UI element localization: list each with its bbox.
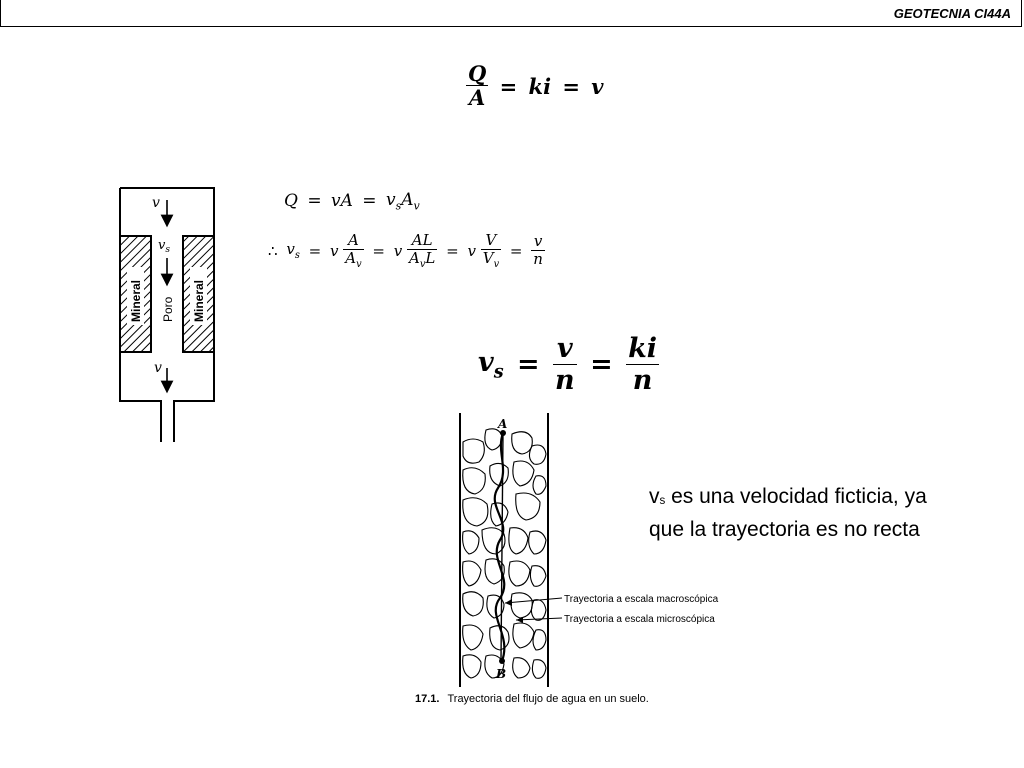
- pore-channel-outline: [119, 187, 215, 442]
- leader-line-micro: [515, 617, 563, 621]
- term-vs: vs: [286, 240, 300, 262]
- term-ki: ki: [528, 73, 552, 99]
- coef-v: v: [329, 241, 339, 260]
- point-a-marker: [500, 430, 506, 436]
- equation-darcy: Q A = ki = v: [466, 62, 604, 110]
- pore-channel-diagram: v vs Mineral Poro Mineral v: [119, 187, 215, 442]
- point-a-label: A: [497, 417, 507, 431]
- caption-number: 17.1.: [415, 693, 440, 705]
- label-mineral-left: Mineral: [129, 280, 143, 322]
- term-vs-av: vsAv: [385, 190, 420, 213]
- fraction-ki-over-n: ki n: [626, 333, 660, 396]
- leader-line-macro: [504, 597, 563, 604]
- note-velocity-symbol: vs: [649, 485, 666, 508]
- label-micro-path: Trayectoria a escala microscópica: [564, 614, 715, 625]
- point-b-marker: [499, 658, 505, 664]
- term-vs: vs: [478, 347, 504, 383]
- figure-caption: 17.1. Trayectoria del flujo de agua en un…: [415, 693, 649, 705]
- equals-sign: =: [509, 241, 523, 260]
- equation-continuity: Q = vA = vsAv: [284, 190, 420, 212]
- point-b-label: B: [495, 667, 506, 681]
- soil-grains: [462, 428, 547, 679]
- fraction-v-over-n: v n: [531, 232, 545, 268]
- coef-v: v: [467, 241, 476, 260]
- fraction-q-over-a: Q A: [466, 61, 489, 111]
- velocity-label-top: v: [152, 195, 160, 211]
- label-poro: Poro: [161, 296, 175, 322]
- therefore-symbol: ∴: [268, 241, 278, 260]
- fraction-al-over-avl: AL AvL: [407, 231, 438, 270]
- equals-sign: =: [590, 349, 613, 381]
- equals-sign: =: [446, 241, 459, 260]
- microscopic-path-curve: [493, 432, 506, 662]
- equals-sign: =: [307, 191, 322, 212]
- term-v: v: [591, 73, 604, 99]
- coef-v: v: [393, 241, 403, 260]
- equals-sign: =: [499, 73, 518, 99]
- soil-path-diagram: A B Trayectoria a escala macroscópica Tr…: [459, 413, 719, 687]
- equals-sign: =: [308, 241, 322, 260]
- header-bar: GEOTECNIA CI44A: [0, 0, 1022, 27]
- equals-sign: =: [362, 191, 377, 212]
- equals-sign: =: [562, 73, 580, 99]
- equals-sign: =: [516, 349, 540, 381]
- equals-sign: =: [372, 241, 385, 260]
- label-macro-path: Trayectoria a escala macroscópica: [564, 594, 719, 605]
- fraction-a-over-av: A Av: [343, 231, 364, 270]
- header-title: GEOTECNIA CI44A: [893, 6, 1011, 21]
- equation-seepage-derivation: ∴ vs = v A Av = v AL AvL = v V Vv = v n: [264, 232, 545, 270]
- explanation-note: vs es una velocidad ficticia, ya que la …: [649, 482, 927, 544]
- fraction-denominator: A: [469, 85, 486, 111]
- fraction-numerator: Q: [466, 61, 489, 87]
- label-mineral-right: Mineral: [192, 280, 206, 322]
- fraction-v-over-n: v n: [553, 333, 577, 396]
- velocity-label-bottom: v: [154, 360, 162, 376]
- fraction-v-over-vv: V Vv: [480, 231, 502, 270]
- note-line-1: es una velocidad ficticia, ya: [665, 485, 927, 508]
- caption-text: Trayectoria del flujo de agua en un suel…: [447, 693, 649, 705]
- term-va: vA: [331, 191, 353, 212]
- note-line-2: que la trayectoria es no recta: [649, 518, 920, 541]
- velocity-label-vs: vs: [158, 238, 170, 255]
- equation-seepage-velocity: vs = v n = ki n: [478, 333, 660, 396]
- term-q: Q: [284, 191, 298, 212]
